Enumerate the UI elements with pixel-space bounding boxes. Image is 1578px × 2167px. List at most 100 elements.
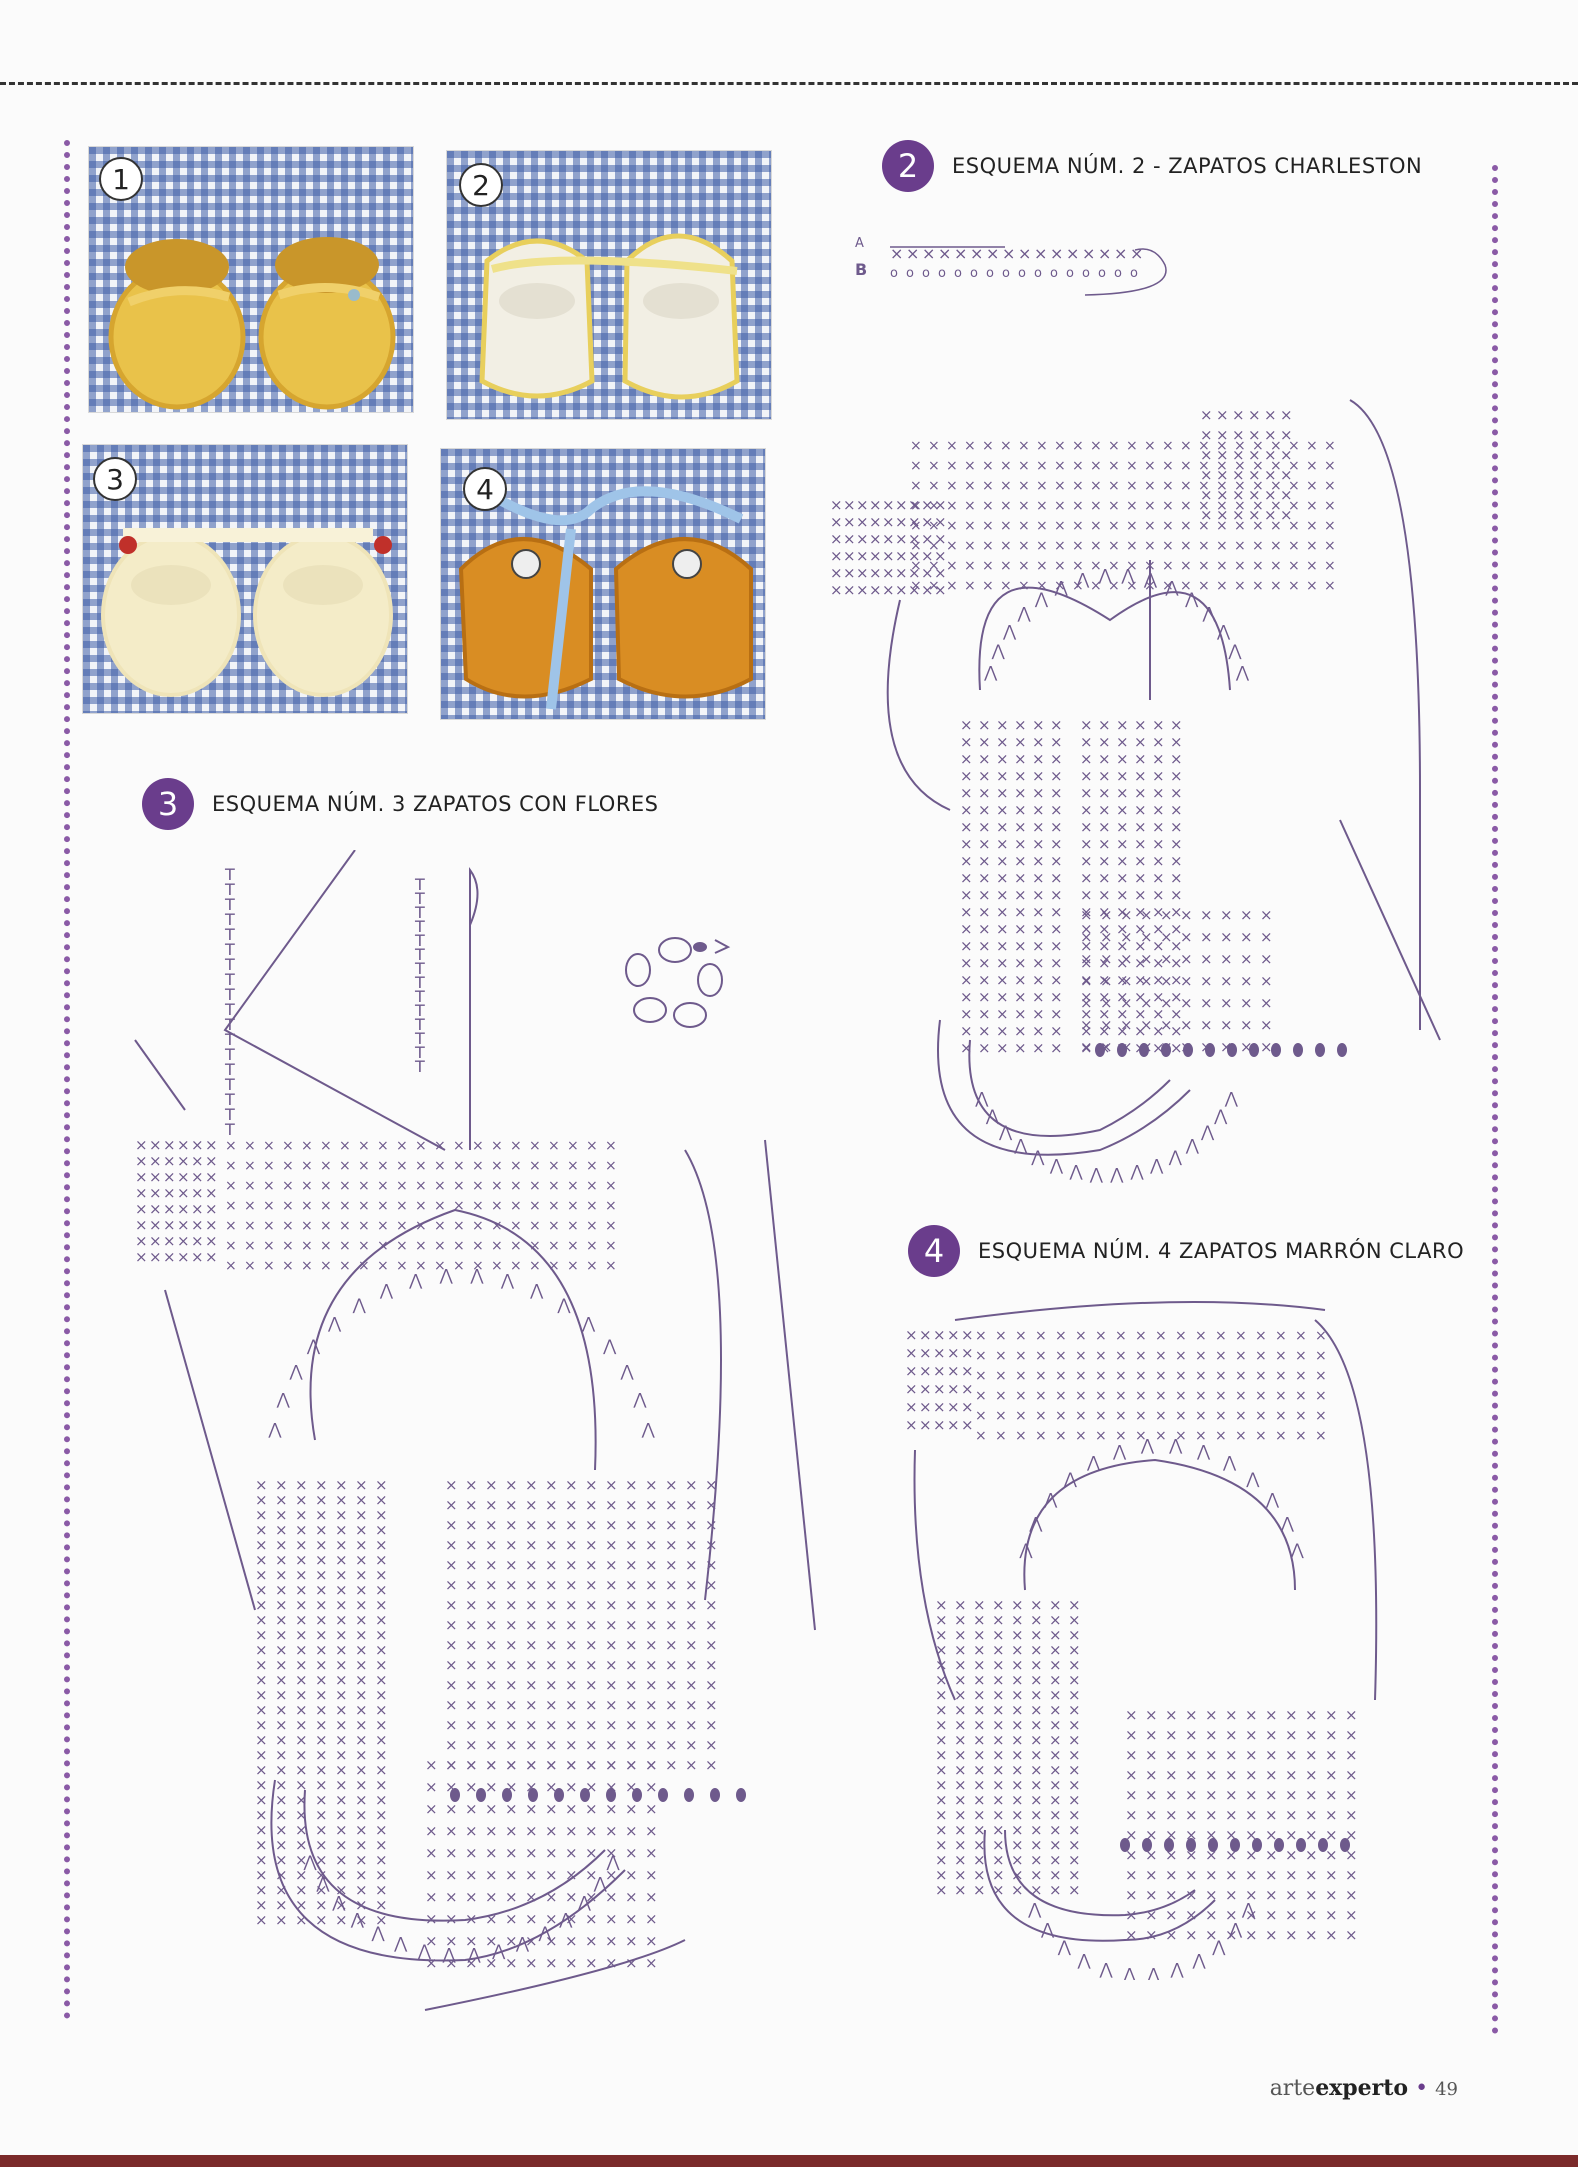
stitch-symbol: ×: [1235, 1328, 1247, 1344]
stitch-symbol: ×: [1011, 1881, 1024, 1899]
stitch-symbol: ×: [685, 1476, 698, 1494]
stitch-symbol: ×: [485, 1756, 498, 1774]
stitch-symbol: ×: [978, 1022, 991, 1040]
stitch-symbol: ×: [856, 581, 869, 599]
stitch-symbol: ×: [1050, 971, 1063, 989]
stitch-symbol: ×: [505, 1696, 518, 1714]
stitch-symbol: ×: [919, 1362, 932, 1380]
stitch-symbol: ×: [1288, 538, 1300, 554]
stitch-symbol: ×: [1220, 994, 1233, 1012]
stitch-symbol: ×: [605, 1238, 617, 1254]
stitch-symbol: ×: [996, 971, 1009, 989]
stitch-symbol: ⋀: [1280, 1514, 1295, 1533]
photo-4: 4: [440, 448, 766, 720]
stitch-symbol: ×: [525, 1476, 538, 1494]
stitch-symbol: ⋀: [1213, 1106, 1228, 1125]
stitch-symbol: ×: [665, 1596, 678, 1614]
stitch-symbol: ×: [605, 1716, 618, 1734]
stitch-symbol: ×: [1255, 1428, 1267, 1444]
stitch-symbol: ×: [1050, 903, 1063, 921]
stitch-symbol: ×: [453, 1158, 465, 1174]
stitch-symbol: ×: [1324, 498, 1336, 514]
stitch-symbol: ×: [358, 1258, 370, 1274]
stitch-symbol: ×: [425, 1756, 438, 1774]
stitch-symbol: ×: [1280, 506, 1293, 524]
stitch-symbol: ×: [485, 1800, 498, 1818]
stitch-symbol: ×: [1185, 1786, 1198, 1804]
stitch-symbol: ×: [1116, 750, 1129, 768]
stitch-symbol: ×: [978, 954, 991, 972]
stitch-symbol: o: [1018, 266, 1026, 281]
stitch-symbol: ×: [225, 1178, 237, 1194]
stitch-symbol: ⋀: [1028, 1514, 1043, 1533]
stitch-symbol: ×: [1198, 558, 1210, 574]
stitch-symbol: ×: [1155, 1368, 1167, 1384]
stitch-symbol: ×: [905, 1362, 918, 1380]
stitch-symbol: ×: [1260, 950, 1273, 968]
photo-number-badge: 1: [99, 157, 143, 201]
stitch-symbol: ×: [1216, 486, 1229, 504]
stitch-symbol: ×: [685, 1716, 698, 1734]
stitch-symbol: ×: [585, 1476, 598, 1494]
stitch-symbol: ×: [1018, 244, 1031, 263]
stitch-symbol: o: [970, 266, 978, 281]
stitch-symbol: ×: [1032, 954, 1045, 972]
stitch-symbol: ×: [434, 1218, 446, 1234]
stitch-symbol: ×: [960, 801, 973, 819]
stitch-symbol: ×: [919, 1344, 932, 1362]
stitch-symbol: ×: [244, 1198, 256, 1214]
stitch-symbol: ×: [1115, 1408, 1127, 1424]
stitch-symbol: ×: [339, 1198, 351, 1214]
stitch-symbol: ×: [1220, 972, 1233, 990]
stitch-symbol: ×: [1234, 578, 1246, 594]
slip-stitch-symbol: [1208, 1838, 1218, 1852]
stitch-symbol: ⋀: [577, 1893, 592, 1912]
stitch-symbol: ×: [525, 1496, 538, 1514]
stitch-symbol: ×: [1135, 1388, 1147, 1404]
stitch-symbol: ×: [705, 1616, 718, 1634]
stitch-symbol: ×: [947, 1326, 960, 1344]
dotted-border-left: [64, 140, 70, 2020]
stitch-symbol: ×: [1205, 1706, 1218, 1724]
stitch-symbol: ×: [491, 1238, 503, 1254]
stitch-symbol: ×: [453, 1178, 465, 1194]
stitch-symbol: ×: [1090, 538, 1102, 554]
stitch-symbol: ×: [982, 558, 994, 574]
stitch-symbol: ⋀: [1120, 566, 1135, 585]
slip-stitch-symbol: [1120, 1838, 1130, 1852]
stitch-symbol: ×: [545, 1696, 558, 1714]
stitch-symbol: ×: [1240, 906, 1253, 924]
stitch-symbol: ×: [605, 1516, 618, 1534]
stitch-symbol: ×: [1080, 886, 1093, 904]
stitch-symbol: ×: [1216, 446, 1229, 464]
stitch-symbol: ×: [1155, 1348, 1167, 1364]
stitch-symbol: ×: [565, 1656, 578, 1674]
stitch-symbol: ×: [910, 458, 922, 474]
stitch-symbol: ×: [505, 1844, 518, 1862]
stitch-symbol: ×: [1264, 406, 1277, 424]
stitch-symbol: ×: [1108, 518, 1120, 534]
stitch-symbol: o: [1066, 266, 1074, 281]
stitch-symbol: ×: [491, 1218, 503, 1234]
stitch-symbol: ×: [645, 1866, 658, 1884]
stitch-symbol: ×: [1050, 1005, 1063, 1023]
stitch-symbol: ×: [358, 1158, 370, 1174]
stitch-symbol: ×: [1232, 506, 1245, 524]
stitch-symbol: ×: [525, 1800, 538, 1818]
stitch-symbol: ×: [919, 1398, 932, 1416]
stitch-symbol: ×: [1280, 426, 1293, 444]
stitch-symbol: ×: [1165, 1906, 1178, 1924]
stitch-symbol: ×: [1306, 538, 1318, 554]
slip-stitch-symbol: [710, 1788, 720, 1802]
stitch-symbol: ×: [1018, 478, 1030, 494]
strap-label-b: B: [855, 260, 867, 279]
stitch-symbol: ×: [1116, 869, 1129, 887]
stitch-symbol: ×: [565, 1888, 578, 1906]
stitch-symbol: ×: [1140, 906, 1153, 924]
stitch-symbol: ×: [1032, 852, 1045, 870]
stitch-symbol: ×: [565, 1866, 578, 1884]
stitch-symbol: ×: [295, 1911, 308, 1929]
stitch-symbol: ×: [1054, 438, 1066, 454]
stitch-symbol: ×: [1215, 1408, 1227, 1424]
stitch-symbol: ×: [1205, 1886, 1218, 1904]
